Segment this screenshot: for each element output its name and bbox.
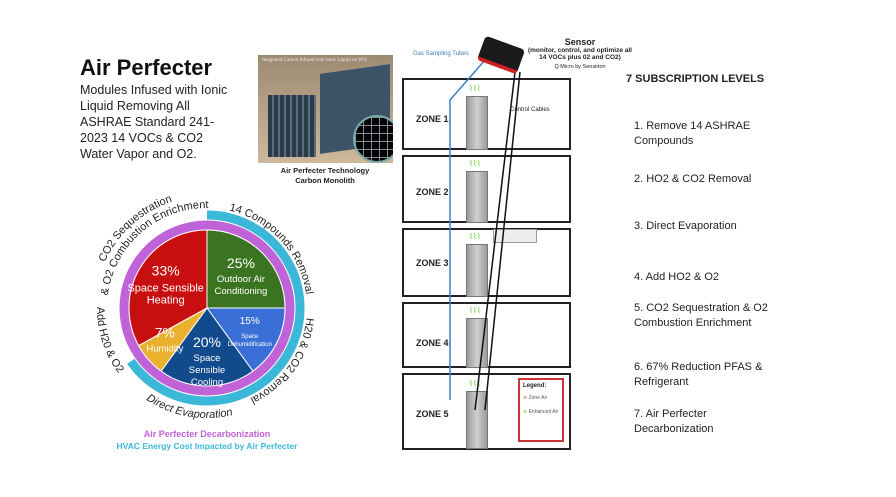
sensor-line1: (monitor, control, and optimize all xyxy=(527,46,632,54)
legend-zone-air: Zone Air xyxy=(528,395,548,401)
slice-name-label: Heating xyxy=(147,295,185,307)
zone-2: ZONE 2 ⌇⌇⌇ xyxy=(402,155,571,223)
sensor-description: Sensor (monitor, control, and optimize a… xyxy=(510,37,650,71)
photo-overlay-caption: Integrated Carbon Infused with Ionic Liq… xyxy=(262,58,368,63)
hvac-unit xyxy=(466,244,488,297)
slice-percent-label: 25% xyxy=(227,255,255,271)
photo-caption-line1: Air Perfecter Technology xyxy=(280,166,370,175)
air-vent-icon: ⌇⌇⌇ xyxy=(469,379,481,388)
hvac-unit xyxy=(466,318,488,368)
slice-name-label: Space xyxy=(194,353,221,364)
page-title: Air Perfecter xyxy=(80,55,213,80)
slice-percent-label: 7% xyxy=(155,324,175,340)
decarbonization-ring xyxy=(119,220,295,396)
sensor-line2: 14 VOCs plus 02 and CO2) xyxy=(539,54,621,61)
legend-title: Legend: xyxy=(523,383,547,389)
control-cable xyxy=(474,71,516,411)
description: Modules Infused with Ionic Liquid Removi… xyxy=(80,83,228,161)
tubes-and-cables xyxy=(449,59,521,411)
gas-sampling-tube xyxy=(449,59,486,400)
hvac-unit xyxy=(466,171,488,223)
photo-caption-line2: Carbon Monolith xyxy=(295,176,355,185)
legend-enhanced-air: Enhanced Air xyxy=(528,409,559,415)
energy-cost-ring xyxy=(127,210,305,406)
air-vent-icon: ⌇⌇⌇ xyxy=(469,84,481,93)
air-vent-icon: ⌇⌇⌇ xyxy=(469,159,481,168)
control-cable xyxy=(484,71,521,411)
air-vent-icon: ⌇⌇⌇ xyxy=(469,306,481,315)
sensor-title: Sensor xyxy=(564,37,596,47)
pie-slice-space-sensible-heating xyxy=(128,229,208,347)
zone-air-icon: ≋ xyxy=(523,395,529,401)
legend-energy-cost: HVAC Energy Cost Impacted by Air Perfect… xyxy=(116,441,298,451)
sensor-model: Q Micro by Sensirion xyxy=(554,63,606,70)
subscription-level-7: 7. Air Perfecter Decarbonization xyxy=(634,408,714,435)
monolith-closeup xyxy=(353,115,393,163)
subscription-level-1: 1. Remove 14 ASHRAE Compounds xyxy=(634,120,751,147)
enhanced-air-icon: ≋ xyxy=(523,409,529,415)
pie-slice-space-sensible-cooling xyxy=(160,307,254,387)
subscription-level-5: 5. CO2 Sequestration & O2 Combustion Enr… xyxy=(634,302,768,329)
hvac-unit xyxy=(466,96,488,150)
zone-label: ZONE 1 xyxy=(416,114,449,124)
slice-name-label: Humidity xyxy=(146,343,183,354)
monolith-fins xyxy=(268,95,316,157)
slice-name-label: Sensible xyxy=(189,365,225,376)
slice-percent-label: 15% xyxy=(240,316,260,327)
pie-slice-space-dehumidification xyxy=(206,307,286,372)
zone-5: ZONE 5 ⌇⌇⌇ xyxy=(402,373,571,450)
slice-name-label: Space Sensible xyxy=(127,283,203,295)
zone-label: ZONE 4 xyxy=(416,338,449,348)
slice-name-label: Conditioning xyxy=(215,286,268,297)
subscription-level-2: 2. HO2 & CO2 Removal xyxy=(634,173,752,185)
subscriptions-title: 7 SUBSCRIPTION LEVELS xyxy=(626,73,765,85)
slice-percent-label: 33% xyxy=(152,263,180,279)
photo-caption: Air Perfecter Technology Carbon Monolith xyxy=(250,166,400,186)
carbon-monolith-photo: Integrated Carbon Infused with Ionic Liq… xyxy=(258,55,393,163)
slice-percent-label: 20% xyxy=(193,334,221,350)
hvac-pie-chart: 25%Outdoor AirConditioning15%SpaceDehumi… xyxy=(94,193,316,421)
subscription-level-3: 3. Direct Evaporation xyxy=(634,220,737,232)
slice-name-label: Outdoor Air xyxy=(217,274,265,285)
zone-3: ZONE 3 ⌇⌇⌇ xyxy=(402,228,571,297)
control-cables-label: Control Cables xyxy=(510,107,550,113)
subscription-level-4: 4. Add HO2 & O2 xyxy=(634,271,719,283)
legend-decarbonization: Air Perfecter Decarbonization xyxy=(143,429,271,439)
zone-1: ZONE 1 ⌇⌇⌇ xyxy=(402,78,571,150)
subscription-level-6: 6. 67% Reduction PFAS & Refrigerant xyxy=(634,361,763,388)
slice-name-label: Space xyxy=(241,334,259,340)
zone-label: ZONE 5 xyxy=(416,409,449,419)
gas-sampling-label: Gas Sampling Tubes xyxy=(413,51,469,57)
zone-label: ZONE 2 xyxy=(416,187,449,197)
slice-name-label: Dehumidification xyxy=(228,342,272,348)
pie-slice-outdoor-air-conditioning xyxy=(206,229,286,309)
slice-name-label: Cooling xyxy=(191,377,223,388)
air-vent-icon: ⌇⌇⌇ xyxy=(469,232,481,241)
zone-legend: Legend: ≋ Zone Air ≋ Enhanced Air xyxy=(518,378,564,442)
zone-label: ZONE 3 xyxy=(416,258,449,268)
